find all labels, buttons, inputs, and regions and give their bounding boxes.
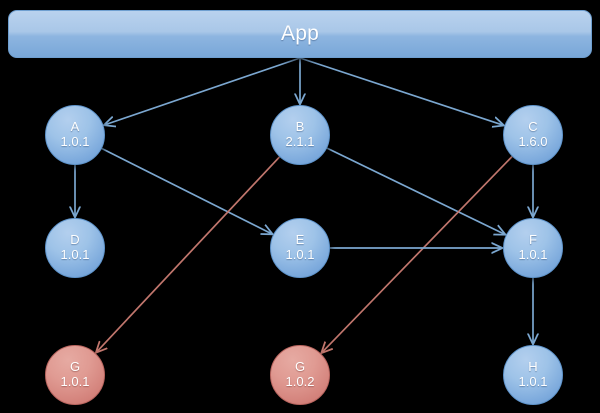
edge-app-to-c	[299, 57, 504, 125]
node-version-label: 2.1.1	[285, 134, 315, 149]
node-name-label: G	[69, 359, 81, 375]
node-name-label: B	[295, 119, 305, 135]
node-name-label: E	[295, 232, 305, 248]
node-version-label: 1.0.1	[60, 247, 90, 262]
node-name-label: H	[528, 359, 538, 375]
edge-app-to-a	[104, 57, 301, 125]
node-version-label: 1.0.2	[285, 374, 315, 389]
node-version-label: 1.0.1	[60, 374, 90, 389]
edge-a-to-e	[101, 147, 272, 235]
app-root-bar[interactable]: App	[8, 10, 592, 58]
node-version-label: 1.0.1	[60, 134, 90, 149]
node-name-label: F	[529, 232, 537, 248]
node-version-label: 1.6.0	[518, 134, 548, 149]
node-version-label: 1.0.1	[518, 374, 548, 389]
node-name-label: D	[70, 232, 80, 248]
node-version-label: 1.0.1	[285, 247, 315, 262]
edge-b-to-g1	[96, 156, 281, 353]
node-version-label: 1.0.1	[518, 247, 548, 262]
node-name-label: A	[70, 119, 80, 135]
app-root-label: App	[281, 22, 319, 45]
edge-b-to-f	[326, 147, 505, 234]
edge-c-to-g2	[322, 155, 513, 353]
node-name-label: G	[294, 359, 306, 375]
node-name-label: C	[528, 119, 538, 135]
